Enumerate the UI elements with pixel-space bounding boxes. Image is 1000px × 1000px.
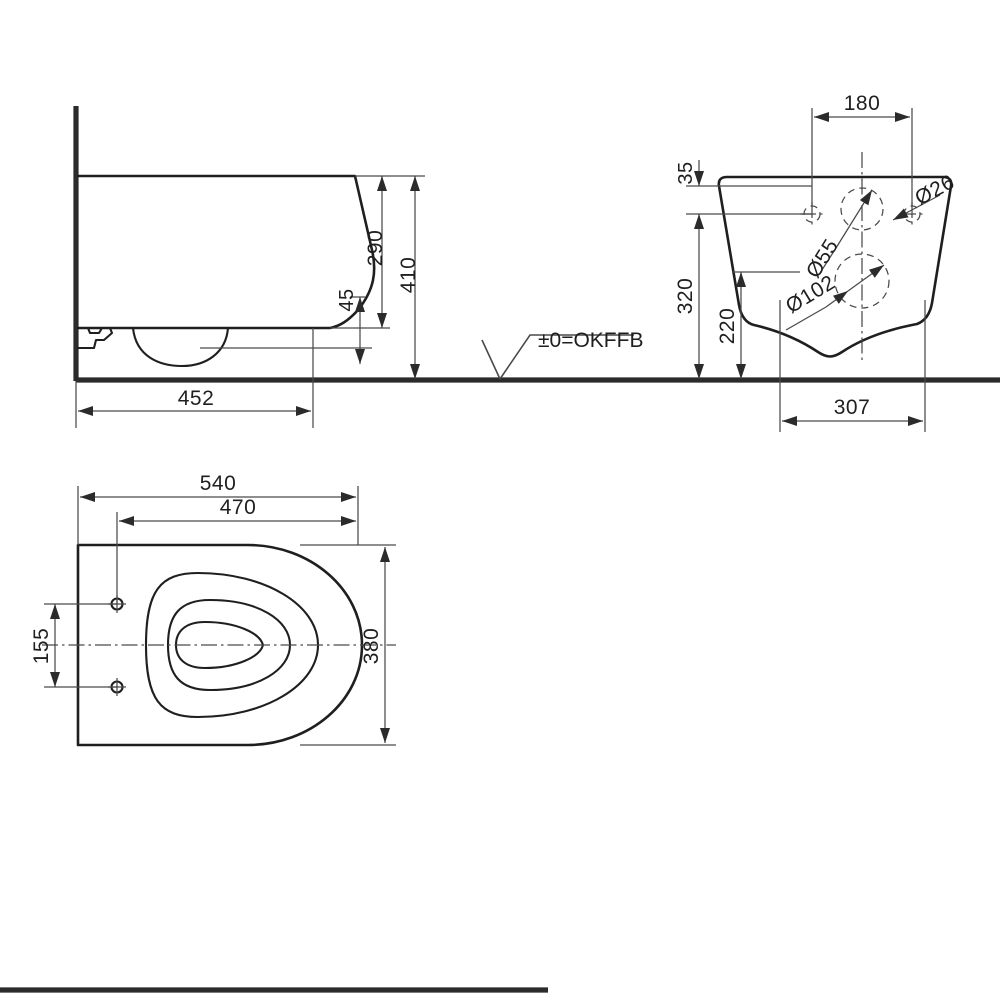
dim-470: 470 [119,496,356,526]
datum-note-group: ±0=OKFFB [481,329,643,380]
dim-320-label: 320 [674,278,697,315]
dim-220: 220 [716,272,746,379]
side-bowl-recess [131,326,230,368]
dim-180-label: 180 [844,92,881,115]
dim-307-label: 307 [834,396,871,419]
dim-320: 320 [674,214,704,379]
dim-380: 380 [360,547,390,743]
front-pan-outline [717,175,953,358]
dim-540-label: 540 [200,472,237,495]
dim-35-label: 35 [675,161,697,184]
dim-290: 290 [364,176,387,328]
datum-note-label: ±0=OKFFB [538,329,643,352]
side-wall-connector-detail [76,326,114,350]
dim-470-label: 470 [220,496,257,519]
dim-410-label: 410 [397,257,420,294]
plan-seat-ring-inner [166,598,292,692]
side-elevation-group: 290 410 45 452 [73,106,1000,428]
dim-290-label: 290 [364,230,387,267]
dim-220-label: 220 [716,308,739,345]
dim-452: 452 [78,387,311,416]
dim-452-label: 452 [178,387,215,410]
dim-180: 180 [814,92,910,122]
dim-45: 45 [336,288,365,364]
dim-410: 410 [397,176,420,379]
dim-307: 307 [782,396,923,426]
dim-45-label: 45 [336,288,358,311]
side-bowl-outline [76,174,376,330]
plan-seat-ring-outer [144,571,320,719]
dim-155-label: 155 [30,628,53,665]
dim-540: 540 [80,472,356,502]
dim-155: 155 [30,604,60,687]
dia-102-leader: Ø102 [782,264,885,331]
plan-view-group: 155 540 470 380 [30,472,396,747]
dim-380-label: 380 [360,628,383,665]
datum-leader-line [481,334,634,380]
waste-outlet-circle [834,253,890,309]
plan-bowl-aperture [174,620,265,670]
flush-inlet-circle [840,187,884,231]
dim-35: 35 [675,160,704,186]
dia-102-label: Ø102 [782,271,840,318]
